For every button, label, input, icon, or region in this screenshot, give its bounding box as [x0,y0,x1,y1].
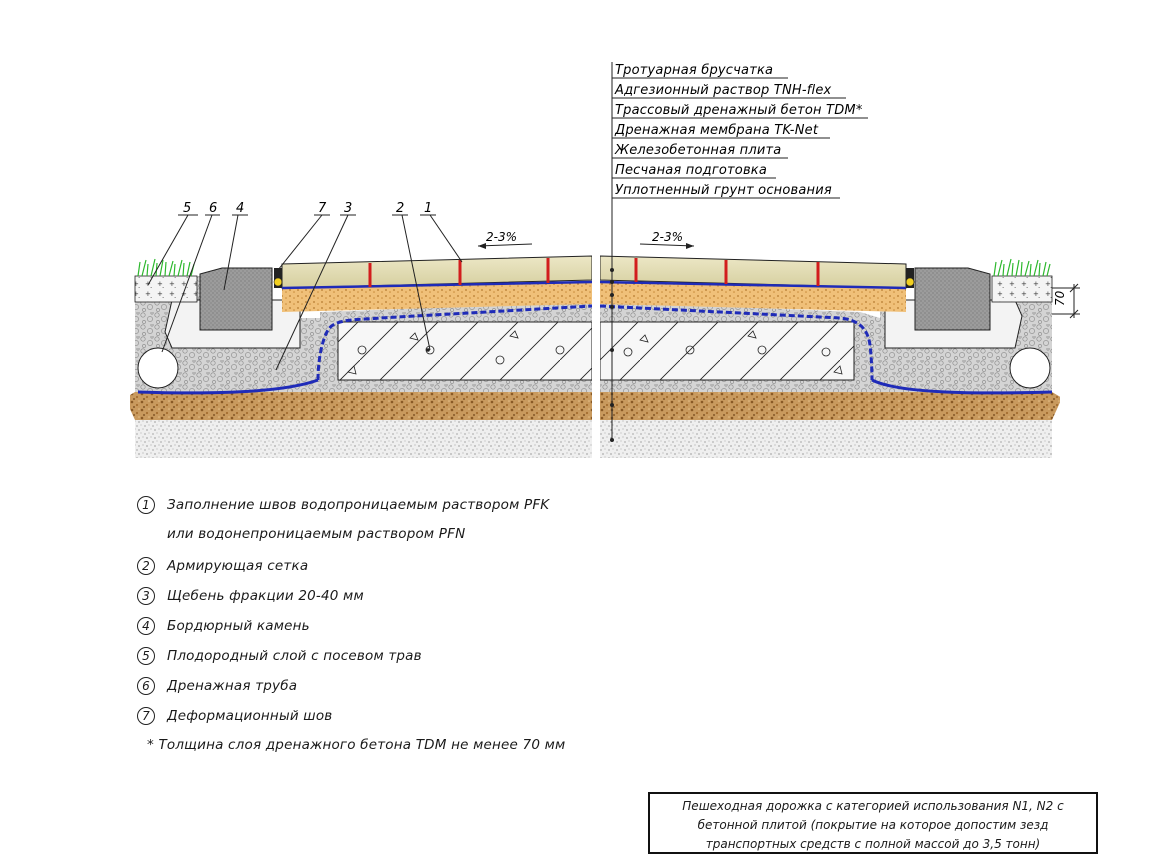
legend-item-7: 7 Деформационный шов [137,705,332,727]
legend-num-3: 3 [137,587,155,605]
callouts [147,214,463,371]
callout-2: 2 [396,201,404,216]
drainage-concrete-left [282,283,592,312]
concrete-slab-left [337,321,592,381]
legend-num-6: 6 [137,677,155,695]
aggregate-marks-left [347,330,565,375]
legend-text-5: Плодородный слой с посевом трав [167,648,422,664]
legend-text-2: Армирующая сетка [167,558,309,574]
callout-4: 4 [236,201,244,216]
legend-text-1-cont: или водонепроницаемым раствором PFN [167,526,466,542]
slope-left: 2-3% [477,230,533,249]
layer-label-5: Песчаная подготовка [615,163,767,178]
legend-text-1: Заполнение швов водопроницаемым растворо… [167,497,550,513]
adhesive-mortar-left [281,280,592,290]
layer-label-4: Железобетонная плита [614,143,781,158]
legend-text-4: Бордюрный камень [167,618,310,634]
legend-num-1: 1 [137,496,155,514]
curb-stone-right [914,267,991,331]
membrane-bottom-left [137,378,319,395]
drainage-concrete-right [600,283,906,312]
leader-dots [610,268,614,442]
slope-left-label: 2-3% [486,230,517,244]
sand-base-layer [130,392,592,420]
callout-7: 7 [318,201,327,216]
legend-num-7: 7 [137,707,155,725]
dimension-label: 70 [1053,290,1067,306]
drainage-membrane-left [316,304,592,381]
layer-label-6: Уплотненный грунт основания [615,183,832,198]
layer-label-1: Адгезионный раствор TNH-flex [614,83,832,98]
dimension-70 [1052,283,1080,319]
callout-6: 6 [209,201,217,216]
paver-layer-left [281,255,592,289]
legend-num-5: 5 [137,647,155,665]
slope-right: 2-3% [639,230,695,249]
grass-right [993,258,1051,277]
paver-joints-left [368,258,550,287]
legend-text-3: Щебень фракции 20-40 мм [167,588,364,604]
callout-numbers: 5 6 4 7 3 2 1 [183,201,432,216]
legend-item-4: 4 Бордюрный камень [137,615,310,637]
legend-item-3: 3 Щебень фракции 20-40 мм [137,585,364,607]
callout-3: 3 [344,201,352,216]
legend-num-2: 2 [137,557,155,575]
section-left-half [130,255,592,458]
layer-label-0: Тротуарная брусчатка [615,63,773,78]
stamp-line-2: бетонной плитой (покрытие на которое доп… [697,818,1049,832]
compacted-ground-layer [135,418,592,458]
slope-right-label: 2-3% [652,230,683,244]
legend-num-4: 4 [137,617,155,635]
legend-item-6: 6 Дренажная труба [137,675,297,697]
grass-left [137,258,195,277]
callout-5: 5 [183,201,191,216]
curb-stone-left [199,267,273,331]
title-stamp: Пешеходная дорожка с категорией использо… [648,792,1098,854]
aggregate-marks-right [623,330,843,375]
membrane-bottom-right [871,378,1053,395]
layer-labels: Тротуарная брусчатка Адгезионный раствор… [612,63,868,199]
topsoil-right [991,275,1053,303]
legend-text-7: Деформационный шов [167,708,333,724]
adhesive-mortar-right [600,280,907,290]
layer-label-2: Трассовый дренажный бетон TDM* [615,103,863,118]
legend-item-1: 1 Заполнение швов водопроницаемым раство… [137,494,549,516]
drain-pipe-left [137,347,179,389]
section-right-half [600,255,1060,458]
callout-1: 1 [424,201,432,216]
topsoil-left [134,275,198,303]
sand-base-layer-right [600,392,1060,420]
legend-item-2: 2 Армирующая сетка [137,555,308,577]
drain-pipe-right [1009,347,1051,389]
drainage-membrane-right [600,304,874,381]
legend-text-6: Дренажная труба [167,678,298,694]
stamp-line-1: Пешеходная дорожка с категорией использо… [682,799,1064,813]
layer-label-3: Дренажная мембрана TK-Net [614,123,819,138]
legend-item-5: 5 Плодородный слой с посевом трав [137,645,422,667]
paver-joints-right [634,258,820,286]
footnote: * Толщина слоя дренажного бетона TDM не … [147,737,566,753]
compacted-ground-layer-right [600,418,1052,458]
stamp-line-3: транспортных средств с полной массой до … [705,837,1041,851]
concrete-slab-right [600,321,855,381]
